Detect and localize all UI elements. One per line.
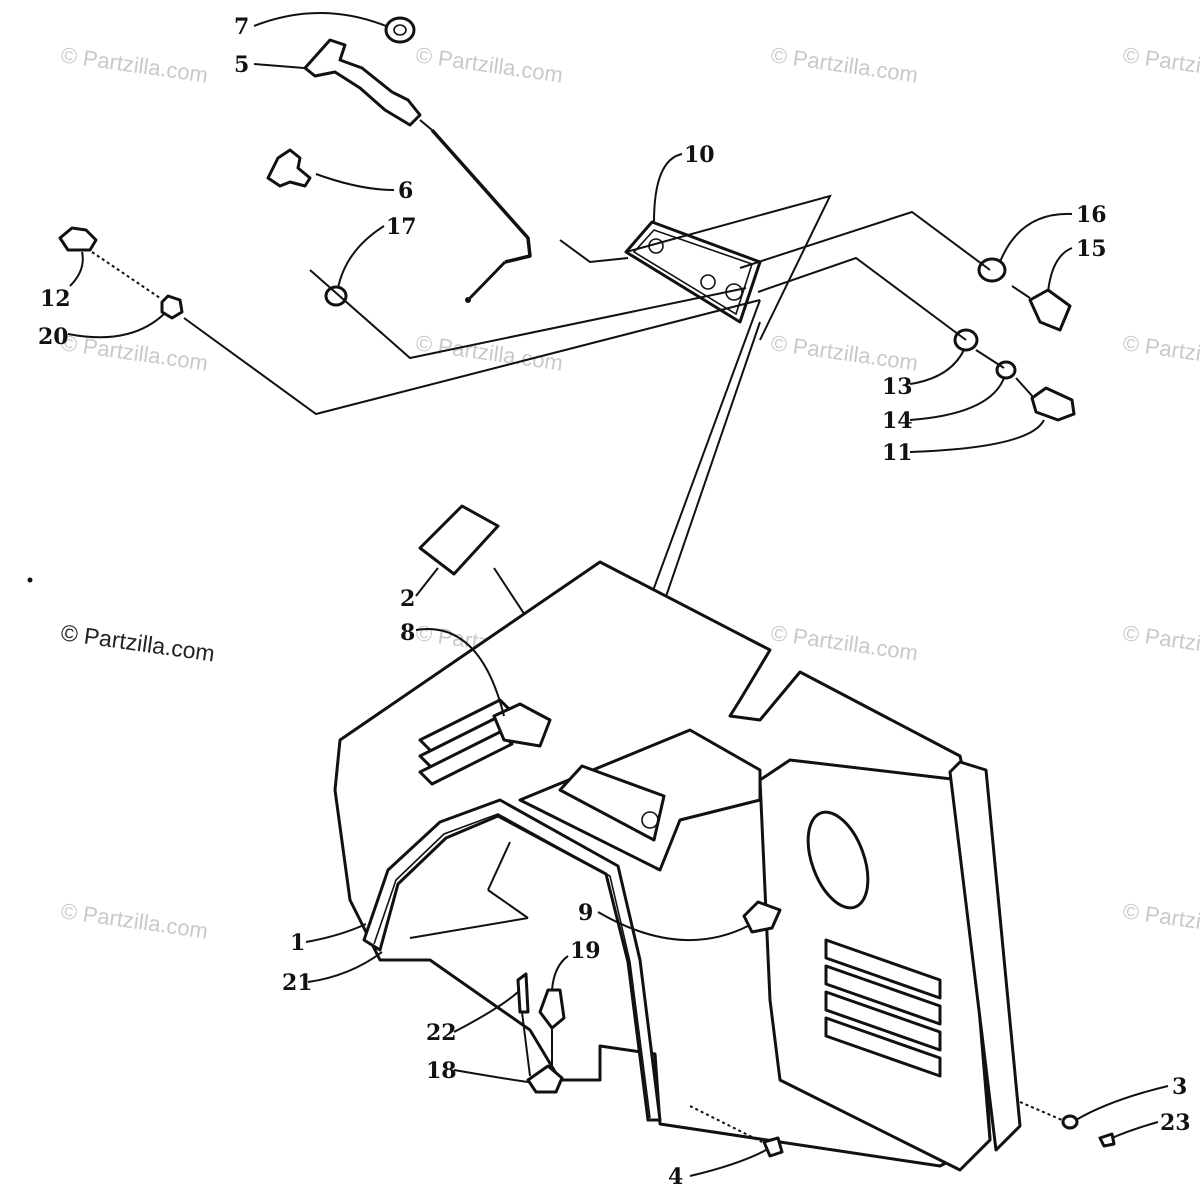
callout-6: 6 (398, 178, 413, 204)
callout-1: 1 (290, 930, 305, 956)
stray-dot (27, 577, 33, 583)
part-20-socket (160, 294, 184, 320)
callout-15: 15 (1076, 236, 1107, 262)
side-trim-strip (948, 760, 1022, 1152)
callout-8: 8 (400, 620, 415, 646)
callout-7: 7 (234, 14, 249, 40)
part-7-grommet (384, 16, 416, 44)
watermark: © Partzilla.com (769, 620, 919, 665)
callout-11: 11 (882, 440, 913, 466)
part-4-screw (762, 1136, 784, 1158)
watermark: © Partzilla.com (1121, 898, 1200, 943)
callout-3: 3 (1172, 1074, 1187, 1100)
watermark: © Partzilla.com (414, 42, 564, 87)
callout-5: 5 (234, 52, 249, 78)
callout-23: 23 (1160, 1110, 1191, 1136)
callout-19: 19 (570, 938, 601, 964)
callout-22: 22 (426, 1020, 457, 1046)
callout-16: 16 (1076, 202, 1107, 228)
side-recess (806, 810, 870, 910)
part-19-clip (538, 988, 566, 1030)
part-10-panel-decal (624, 220, 762, 324)
watermark: © Partzilla.com (769, 42, 919, 87)
callout-17: 17 (386, 214, 417, 240)
watermark: © Partzilla.com (1121, 620, 1200, 665)
part-2-decal (418, 504, 500, 576)
callout-12: 12 (40, 286, 71, 312)
callout-4: 4 (668, 1164, 683, 1184)
part-11-ignition-switch (1030, 386, 1076, 422)
front-vents (418, 698, 514, 786)
partzilla-watermark: © Partzilla.com (59, 619, 216, 666)
callout-14: 14 (882, 408, 913, 434)
dash-gauge-panel (558, 764, 666, 842)
part-5-choke-lever (303, 38, 422, 127)
hood-assembly (333, 504, 1116, 1172)
callouts: 7 5 6 17 10 16 15 12 20 13 14 11 (38, 12, 1191, 1184)
watermark: © Partzilla.com (59, 42, 209, 87)
part-17-grommet (324, 285, 348, 307)
part-15-toggle-switch (1028, 288, 1072, 332)
watermark: © Partzilla.com (1121, 42, 1200, 87)
callout-13: 13 (882, 374, 913, 400)
part-8-ring (492, 702, 552, 748)
part-23-screw (1098, 1132, 1116, 1148)
watermark: © Partzilla.com (59, 898, 209, 943)
callout-9: 9 (578, 900, 593, 926)
part-18-hinge-bracket (526, 1064, 564, 1094)
part-3-washer (1061, 1114, 1079, 1130)
callout-20: 20 (38, 324, 69, 350)
part-6-bracket (266, 148, 312, 188)
part-16-washer (977, 257, 1007, 283)
side-vents (824, 938, 942, 1078)
watermark: © Partzilla.com (1121, 330, 1200, 375)
choke-cable (430, 128, 532, 264)
watermark: © Partzilla.com (769, 330, 919, 375)
callout-10: 10 (684, 142, 715, 168)
part-22-pin (516, 972, 530, 1014)
part-9-grommet (742, 900, 782, 934)
part-1-trim-molding (362, 798, 662, 1122)
callout-18: 18 (426, 1058, 457, 1084)
callout-21: 21 (282, 970, 313, 996)
part-12-lamp-lens (58, 226, 98, 252)
callout-2: 2 (400, 586, 415, 612)
